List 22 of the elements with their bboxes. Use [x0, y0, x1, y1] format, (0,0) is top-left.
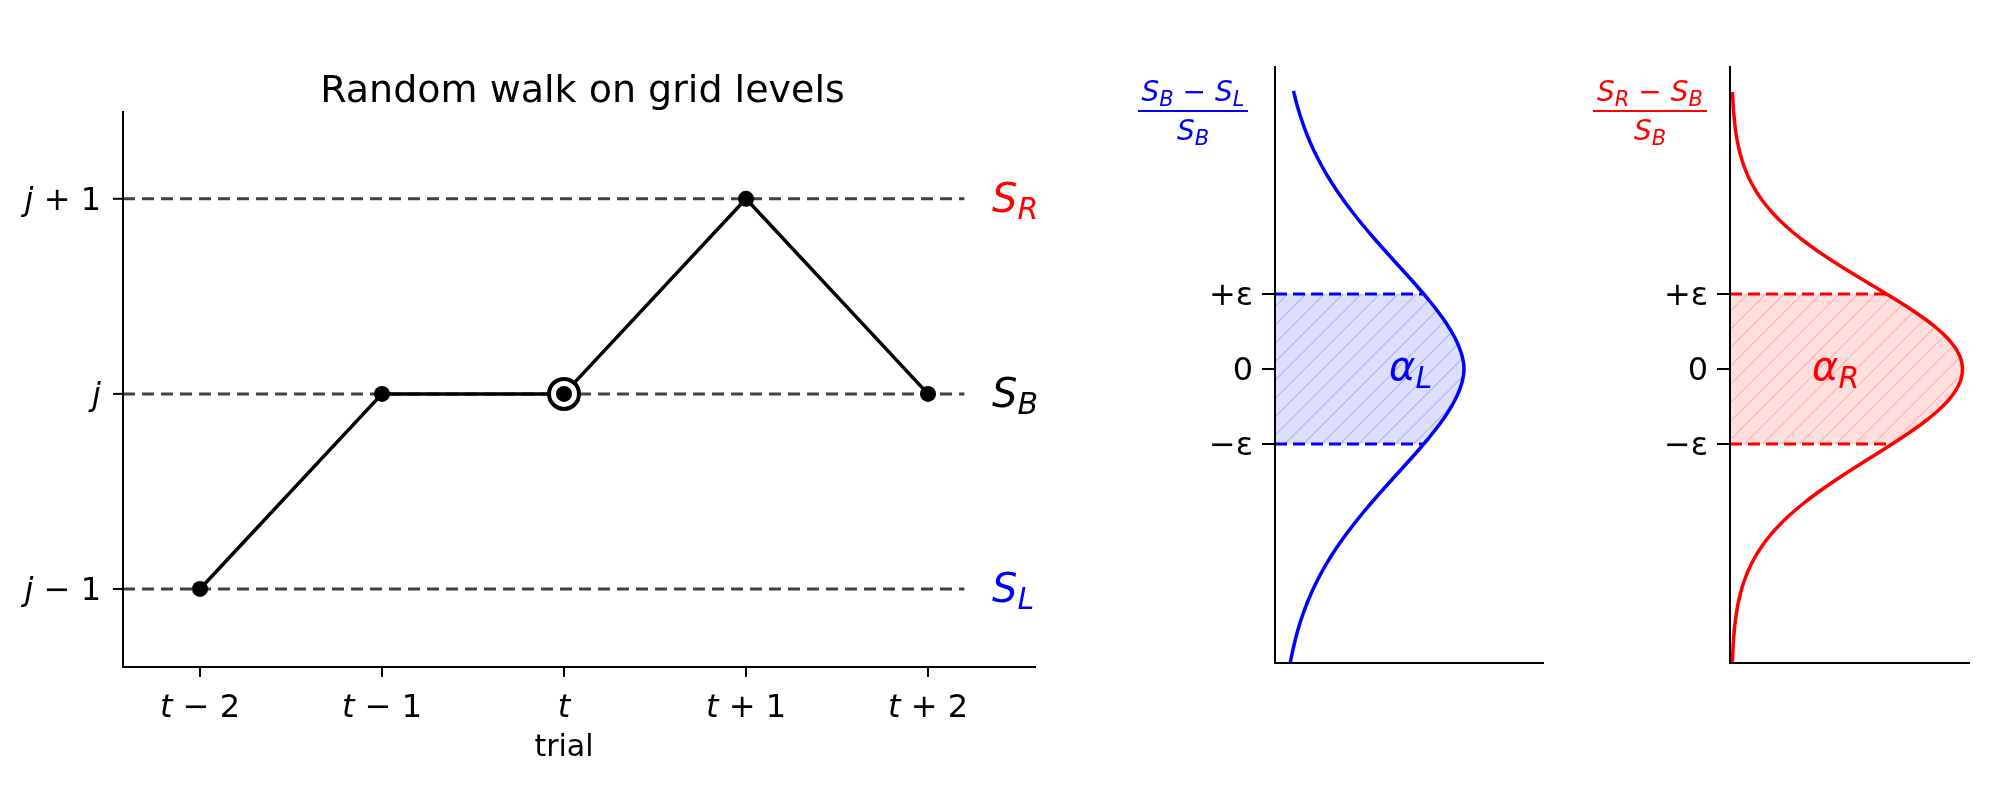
- fraction-denominator: S$_{B}$: [1176, 115, 1210, 147]
- area-label: α$_{L}$: [1389, 342, 1433, 390]
- fraction-numerator: S$_{B}$ − S$_{L}$: [1137, 76, 1249, 112]
- level-label: S$_{B}$: [992, 368, 1038, 417]
- tick-label: +ε: [1208, 275, 1253, 313]
- level-label: S$_{R}$: [992, 173, 1039, 222]
- tick-label: t − 1: [341, 686, 423, 726]
- tick-label: t + 2: [887, 686, 969, 726]
- tick-label: 0: [1687, 350, 1708, 388]
- axis-label: trial: [534, 728, 594, 764]
- area-label: α$_{R}$: [1812, 342, 1860, 390]
- tick-label: t + 1: [705, 686, 787, 726]
- tick-label: 0: [1232, 350, 1253, 388]
- tick-label: −ε: [1208, 425, 1253, 463]
- level-label: S$_{L}$: [992, 563, 1035, 612]
- tick-label: t − 2: [159, 686, 241, 726]
- tick-label: −ε: [1663, 425, 1708, 463]
- fraction-numerator: S$_{R}$ − S$_{B}$: [1593, 76, 1707, 112]
- tick-label: +ε: [1663, 275, 1708, 313]
- chart-title: Random walk on grid levels: [319, 67, 846, 111]
- tick-label: t: [557, 686, 571, 726]
- fraction-denominator: S$_{B}$: [1633, 115, 1667, 147]
